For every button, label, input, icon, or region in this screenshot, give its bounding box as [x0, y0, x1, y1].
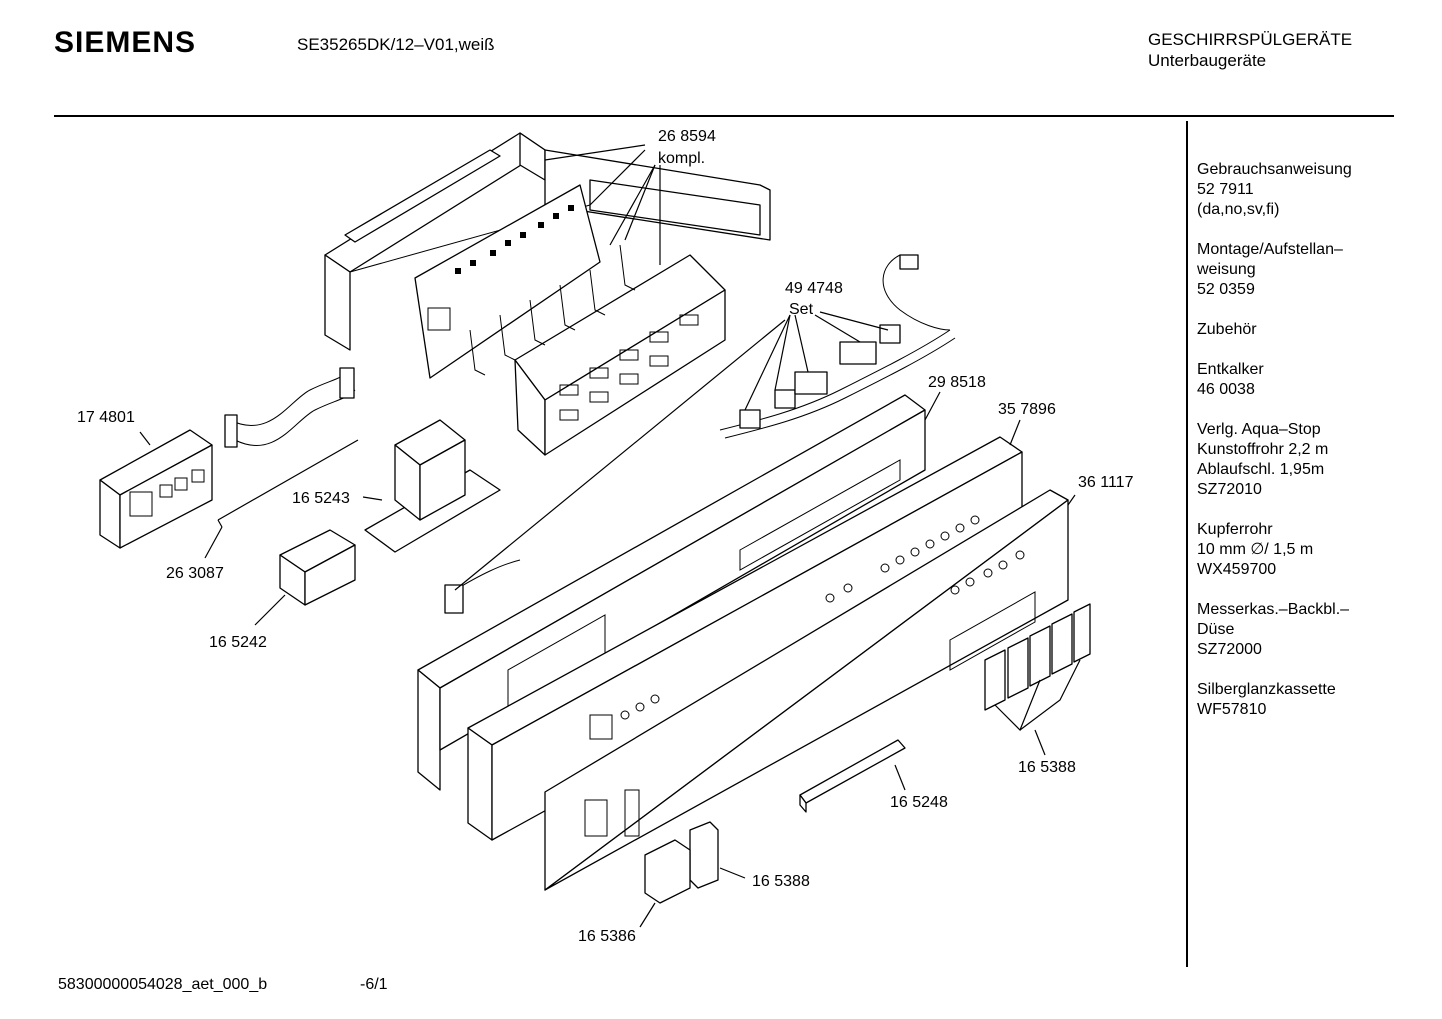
- category-subtitle: Unterbaugeräte: [1148, 51, 1267, 70]
- sidebar-divider: [1186, 121, 1188, 967]
- part-bracket-165243: [364, 419, 501, 553]
- label-165242: 16 5242: [209, 634, 267, 651]
- part-keys-bottom: [644, 821, 719, 904]
- part-display-module: [99, 429, 213, 549]
- label-165388-bottom: 16 5388: [752, 873, 810, 890]
- label-357896: 35 7896: [998, 401, 1056, 418]
- header-divider: [54, 115, 1394, 117]
- accessory-sidebar: Gebrauchsanweisung 52 7911 (da,no,sv,fi)…: [1197, 160, 1437, 740]
- sidebar-block-installation: Montage/Aufstellan– weisung 52 0359: [1197, 241, 1343, 298]
- sidebar-block-accessories: Zubehör: [1197, 321, 1257, 338]
- part-switch-165242: [279, 529, 356, 606]
- part-labels: 26 8594 kompl. 49 4748 Set 17 4801 26 30…: [77, 128, 1134, 945]
- sidebar-block-nozzle: Messerkas.–Backbl.– Düse SZ72000: [1197, 601, 1350, 658]
- label-268594: 26 8594: [658, 128, 716, 145]
- leader-lines: [139, 144, 1076, 928]
- document-id: 58300000054028_aet_000_b: [58, 976, 268, 993]
- sidebar-block-copper-pipe: Kupferrohr 10 mm ∅/ 1,5 m WX459700: [1197, 521, 1314, 578]
- label-165248: 16 5248: [890, 794, 948, 811]
- label-361117: 36 1117: [1078, 474, 1134, 491]
- label-165243: 16 5243: [292, 490, 350, 507]
- part-electronic-board: [414, 184, 601, 379]
- page-number: -6/1: [360, 976, 388, 993]
- part-keys-right: [984, 603, 1091, 732]
- part-cover-panel: [544, 489, 1069, 891]
- label-268594-sub: kompl.: [658, 150, 705, 167]
- part-switch-carrier: [469, 244, 726, 456]
- category-title: GESCHIRRSPÜLGERÄTE: [1148, 30, 1353, 49]
- sidebar-block-aquastop: Verlg. Aqua–Stop Kunstoffrohr 2,2 m Abla…: [1197, 421, 1329, 498]
- brand-logo: SIEMENS: [54, 26, 197, 59]
- label-174801: 17 4801: [77, 409, 135, 426]
- sidebar-block-descaler: Entkalker 46 0038: [1197, 361, 1264, 398]
- part-ribbon-cable: [224, 367, 356, 448]
- part-control-frame: [324, 132, 771, 351]
- label-165386: 16 5386: [578, 928, 636, 945]
- sidebar-block-silver-cassette: Silberglanzkassette WF57810: [1197, 681, 1336, 718]
- label-298518: 29 8518: [928, 374, 986, 391]
- model-number: SE35265DK/12–V01,weiß: [297, 35, 495, 54]
- sidebar-block-manual: Gebrauchsanweisung 52 7911 (da,no,sv,fi): [1197, 161, 1352, 218]
- label-263087: 26 3087: [166, 565, 224, 582]
- exploded-parts-diagram: 26 8594 kompl. 49 4748 Set 17 4801 26 30…: [77, 128, 1134, 945]
- label-494748-sub: Set: [789, 301, 814, 318]
- label-165388-right: 16 5388: [1018, 759, 1076, 776]
- part-wiring-harness: [444, 254, 956, 614]
- part-strip-165248: [799, 739, 906, 813]
- part-inner-frame: [417, 394, 926, 791]
- part-wire-263087: [217, 439, 359, 528]
- label-494748: 49 4748: [785, 280, 843, 297]
